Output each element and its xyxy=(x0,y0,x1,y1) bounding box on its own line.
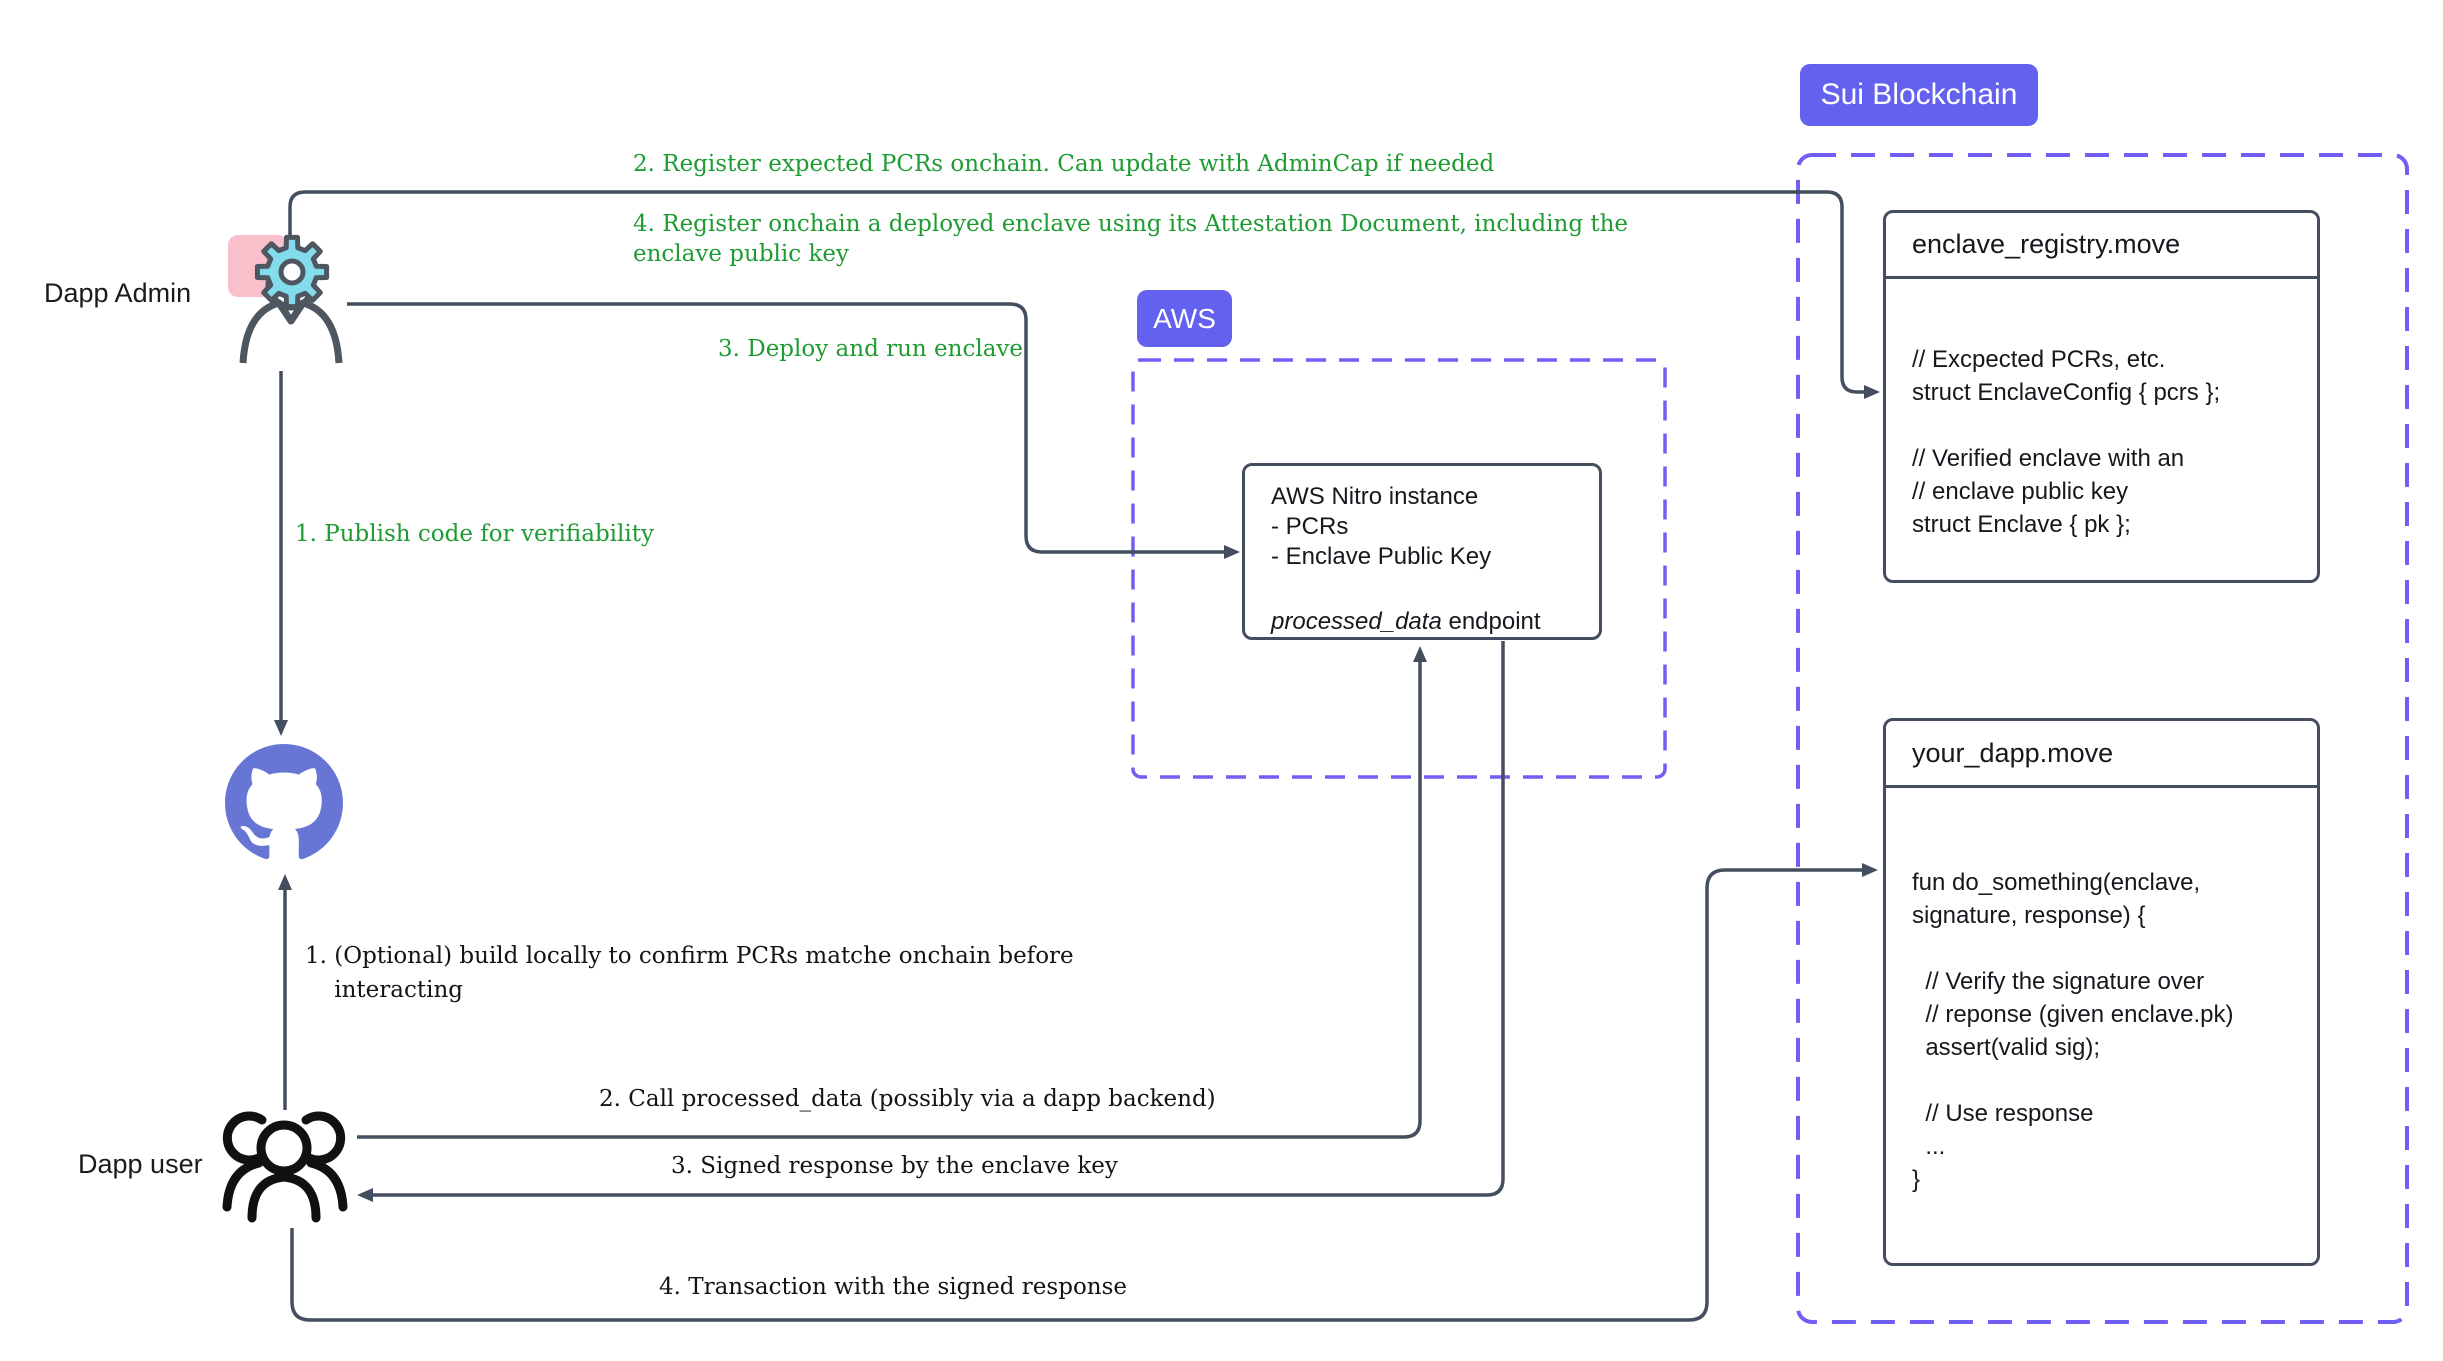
your-dapp-box: your_dapp.move fun do_something(enclave,… xyxy=(1883,718,2320,1266)
user-center-head xyxy=(256,1120,312,1176)
arrow-signed-response xyxy=(357,641,1505,1202)
annotation-register-pcrs: 2. Register expected PCRs onchain. Can u… xyxy=(633,151,1495,177)
user-right-shoulder xyxy=(306,1158,348,1212)
sui-dashed-region xyxy=(1796,153,2409,1324)
annotation-signed-response: 3. Signed response by the enclave key xyxy=(671,1153,1118,1179)
aws-nitro-instance-lines: AWS Nitro instance - PCRs - Enclave Publ… xyxy=(1271,483,1492,570)
enclave-registry-code: // Excpected PCRs, etc. struct EnclaveCo… xyxy=(1912,346,2221,538)
admin-person-body xyxy=(239,299,343,364)
dapp-user-icon xyxy=(222,1111,348,1223)
arrow-transaction xyxy=(290,863,1878,1322)
annotation-publish: 1. Publish code for verifiability xyxy=(295,521,654,547)
annotation-register-enclave: 4. Register onchain a deployed enclave u… xyxy=(633,211,1629,267)
your-dapp-code: fun do_something(enclave, signature, res… xyxy=(1912,869,2234,1193)
sui-blockchain-badge: Sui Blockchain xyxy=(1800,64,2038,126)
arrow-call-endpoint xyxy=(357,646,1427,1139)
enclave-registry-box: enclave_registry.move // Excpected PCRs,… xyxy=(1883,210,2320,583)
annotation-deploy: 3. Deploy and run enclave xyxy=(718,336,1024,362)
your-dapp-title: your_dapp.move xyxy=(1886,721,2317,788)
processed-data-endpoint-label: processed_data endpoint xyxy=(1271,608,1541,636)
arrow-deploy-enclave xyxy=(347,302,1240,559)
user-right-head xyxy=(301,1111,346,1165)
aws-nitro-instance-box: AWS Nitro instance - PCRs - Enclave Publ… xyxy=(1242,463,1602,640)
user-left-shoulder xyxy=(222,1158,264,1212)
aws-dashed-region xyxy=(1131,358,1667,779)
user-left-head xyxy=(222,1111,267,1165)
annotation-build-locally: 1. (Optional) build locally to confirm P… xyxy=(305,943,1074,1003)
endpoint-suffix: endpoint xyxy=(1441,608,1541,635)
github-icon xyxy=(225,744,343,860)
enclave-registry-title: enclave_registry.move xyxy=(1886,213,2317,279)
processed-data-name: processed_data xyxy=(1271,608,1442,635)
gear-icon-hole xyxy=(278,258,306,286)
annotation-transaction: 4. Transaction with the signed response xyxy=(659,1274,1128,1300)
annotation-call-endpoint: 2. Call processed_data (possibly via a d… xyxy=(599,1086,1216,1112)
dapp-admin-label: Dapp Admin xyxy=(44,278,192,308)
arrow-register-pcrs xyxy=(288,190,1880,399)
dapp-admin-icon xyxy=(228,234,343,364)
dapp-user-label: Dapp user xyxy=(78,1149,203,1179)
aws-badge: AWS xyxy=(1137,290,1232,347)
user-center-body xyxy=(247,1172,321,1223)
